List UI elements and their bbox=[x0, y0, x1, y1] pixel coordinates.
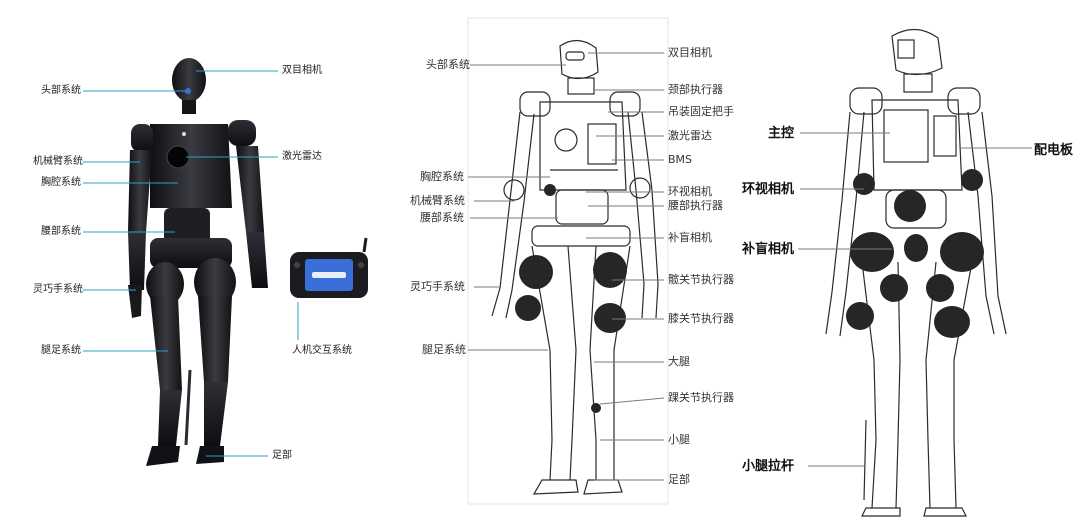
line-robot-front-figure bbox=[467, 17, 669, 505]
label-stereo-camera: 双目相机 bbox=[282, 65, 322, 76]
mid-label-foot: 足部 bbox=[668, 473, 690, 486]
back-line-head bbox=[891, 28, 943, 76]
mid-label-head-system: 头部系统 bbox=[426, 58, 470, 71]
line-waist bbox=[555, 189, 609, 225]
label-waist-system: 腰部系统 bbox=[41, 226, 81, 237]
mid-label-hand-system: 灵巧手系统 bbox=[410, 280, 465, 293]
mid-label-lidar: 激光雷达 bbox=[668, 129, 712, 142]
mid-label-ankle-actuator: 踝关节执行器 bbox=[668, 391, 734, 404]
panel-rendered-robot: 头部系统 双目相机 机械臂系统 激光雷达 胸腔系统 腰部系统 灵巧手系统 人机交… bbox=[0, 0, 400, 532]
back-label-power-board: 配电板 bbox=[1034, 143, 1074, 158]
robot-torso bbox=[150, 124, 232, 208]
rendered-robot-figure bbox=[83, 58, 368, 466]
mid-label-chest-system: 胸腔系统 bbox=[420, 170, 464, 183]
label-arm-system: 机械臂系统 bbox=[33, 156, 83, 167]
label-lidar: 激光雷达 bbox=[282, 151, 322, 162]
head-camera bbox=[185, 88, 191, 94]
line-right-arm bbox=[627, 111, 645, 319]
panel-line-drawing-back: 主控 配电板 环视相机 补盲相机 小腿拉杆 bbox=[740, 0, 1080, 532]
back-line-left-leg bbox=[861, 261, 877, 509]
label-chest-system: 胸腔系统 bbox=[41, 177, 81, 188]
label-head-system: 头部系统 bbox=[41, 85, 81, 96]
back-line-right-arm bbox=[967, 111, 995, 335]
mid-label-hip-actuator: 髋关节执行器 bbox=[668, 273, 734, 286]
mid-label-thigh: 大腿 bbox=[668, 355, 690, 368]
label-hand-system: 灵巧手系统 bbox=[33, 284, 83, 295]
hmi-tablet bbox=[290, 237, 368, 298]
back-line-right-leg bbox=[925, 261, 937, 509]
robot-right-leg bbox=[198, 296, 232, 382]
line-robot-back-figure bbox=[798, 28, 1032, 517]
mid-label-lift-handle: 吊装固定把手 bbox=[668, 105, 734, 118]
mid-label-blind-camera: 补盲相机 bbox=[668, 231, 712, 244]
back-line-left-arm bbox=[825, 111, 851, 335]
label-leg-system: 腿足系统 bbox=[41, 345, 81, 356]
robot-left-foot bbox=[146, 446, 180, 466]
robot-right-foot bbox=[196, 446, 224, 464]
mid-label-knee-actuator: 膝关节执行器 bbox=[668, 312, 734, 325]
line-right-leg bbox=[589, 245, 597, 480]
label-foot: 足部 bbox=[272, 450, 292, 461]
mid-label-shank: 小腿 bbox=[668, 433, 690, 446]
back-label-main-control: 主控 bbox=[768, 126, 795, 141]
label-hmi-system: 人机交互系统 bbox=[292, 345, 352, 356]
back-label-surround-camera: 环视相机 bbox=[742, 182, 795, 197]
mid-label-leg-system: 腿足系统 bbox=[422, 343, 466, 356]
mid-label-arm-system: 机械臂系统 bbox=[410, 194, 465, 207]
line-left-arm bbox=[491, 111, 521, 317]
line-head bbox=[559, 39, 599, 80]
mid-label-surround-camera: 环视相机 bbox=[668, 185, 712, 198]
back-label-shank-rod: 小腿拉杆 bbox=[742, 459, 795, 474]
line-torso bbox=[539, 101, 627, 191]
back-line-torso bbox=[871, 99, 963, 191]
robot-waist bbox=[164, 208, 210, 244]
back-label-blind-camera: 补盲相机 bbox=[742, 242, 795, 257]
robot-right-arm bbox=[236, 146, 264, 232]
mid-label-neck-actuator: 颈部执行器 bbox=[668, 83, 723, 96]
panel-line-drawing-front: 头部系统 双目相机 颈部执行器 吊装固定把手 激光雷达 BMS 胸腔系统 环视相… bbox=[400, 0, 740, 532]
back-line-waist bbox=[885, 189, 947, 229]
mid-label-bms: BMS bbox=[668, 153, 693, 166]
robot-left-leg bbox=[150, 296, 182, 390]
robot-left-arm bbox=[128, 150, 152, 232]
mid-label-waist-system: 腰部系统 bbox=[420, 211, 464, 224]
mid-label-stereo-camera: 双目相机 bbox=[668, 46, 712, 59]
mid-label-waist-actuator: 腰部执行器 bbox=[668, 199, 723, 212]
line-left-leg bbox=[531, 245, 553, 481]
robot-head bbox=[172, 58, 206, 102]
